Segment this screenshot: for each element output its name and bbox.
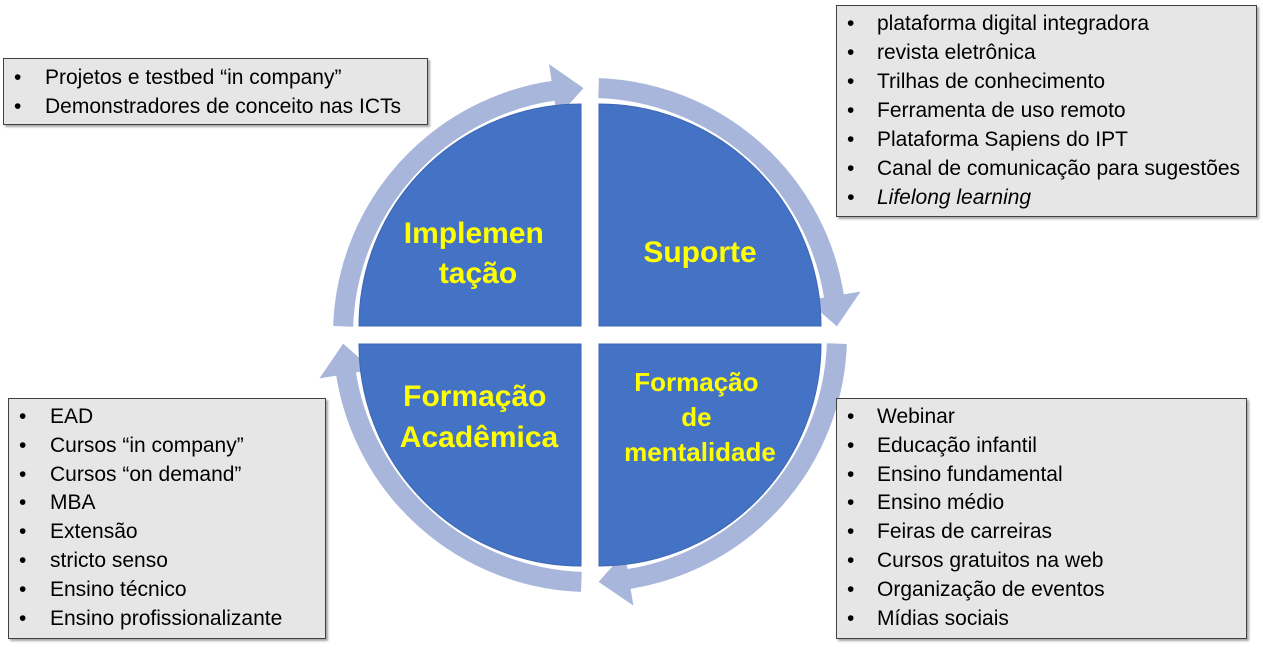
bullet-list: Webinar Educação infantil Ensino fundame… [837,403,1246,633]
suporte-list-box: plataforma digital integradora revista e… [836,5,1257,217]
cycle-arrow-top-left [333,64,584,327]
list-item: Cursos “on demand” [9,461,325,490]
list-item: plataforma digital integradora [837,9,1256,38]
list-item: Ensino técnico [9,576,325,605]
arrowhead-icon [319,343,373,379]
quadrant-label-line: Acadêmica [400,421,559,454]
cycle-arrow-shaft [625,343,847,590]
list-item: stricto senso [9,547,325,576]
quadrant-label-implementacao: Implemen tação [404,217,552,290]
cycle-arrow-top-right [598,78,861,327]
bullet-list: EAD Cursos “in company” Cursos “on deman… [9,403,325,633]
list-item: Cursos gratuitos na web [837,547,1246,576]
list-item: Canal de comunicação para sugestões [837,154,1256,183]
bullet-list: plataforma digital integradora revista e… [837,9,1256,212]
quadrant-label-formacao-academica: Formação Acadêmica [400,380,559,454]
cycle-arrows-ring [319,64,861,606]
list-item: revista eletrônica [837,38,1256,67]
list-item: Organização de eventos [837,576,1246,605]
formacao-mentalidade-list-box: Webinar Educação infantil Ensino fundame… [836,398,1247,639]
list-item: Extensão [9,518,325,547]
quadrant-formacao-mentalidade [598,343,822,567]
quadrant-suporte [598,103,822,327]
quadrant-label-line: de [681,402,711,432]
cycle-arrow-shaft [335,370,582,592]
quadrant-implementacao [358,103,582,327]
cycle-arrow-bottom-right [598,343,847,606]
quadrant-label-line: Implemen [404,217,544,250]
list-item: Educação infantil [837,432,1246,461]
list-item: MBA [9,489,325,518]
formacao-academica-list-box: EAD Cursos “in company” Cursos “on deman… [8,398,326,639]
cycle-arrow-bottom-left [319,343,582,592]
quadrant-label-line: Formação [403,380,546,413]
cycle-arrow-shaft [333,80,558,327]
arrowhead-icon [598,552,634,606]
list-item: Lifelong learning [837,183,1256,212]
implementacao-list-box: Projetos e testbed “in company” Demonstr… [3,58,428,125]
list-item: EAD [9,403,325,432]
quadrant-label-line: Formação [634,367,758,397]
list-item: Webinar [837,403,1246,432]
quadrant-label-line: Suporte [643,236,756,269]
list-item: Feiras de carreiras [837,518,1246,547]
bullet-list: Projetos e testbed “in company” Demonstr… [4,63,427,121]
arrowhead-icon [807,291,861,327]
quadrant-label-suporte: Suporte [643,236,756,269]
list-item: Ensino médio [837,489,1246,518]
quadrant-label-formacao-mentalidade: Formação de mentalidade [624,367,776,467]
list-item: Ensino fundamental [837,461,1246,490]
list-item: Projetos e testbed “in company” [4,63,427,92]
cycle-quadrants [358,103,822,567]
list-item: Cursos “in company” [9,432,325,461]
quadrant-label-line: tação [439,257,517,290]
list-item: Trilhas de conhecimento [837,67,1256,96]
quadrant-formacao-academica [358,343,582,567]
quadrant-label-line: mentalidade [624,437,776,467]
list-item: Mídias sociais [837,605,1246,634]
list-item: Demonstradores de conceito nas ICTs [4,92,427,121]
list-item: Ferramenta de uso remoto [837,96,1256,125]
arrowhead-icon [549,64,584,118]
list-item: Ensino profissionalizante [9,605,325,634]
cycle-arrow-shaft [598,78,845,300]
list-item: Plataforma Sapiens do IPT [837,125,1256,154]
